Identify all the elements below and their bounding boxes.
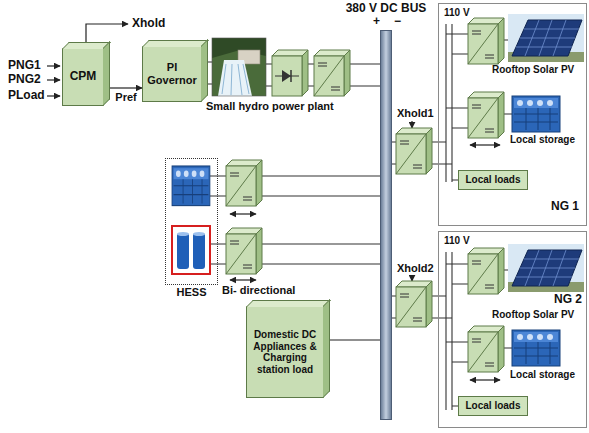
power-wires [206, 24, 512, 410]
polarity-sign: + [373, 15, 380, 29]
part-name: Rooftop Solar PV [492, 309, 574, 321]
node-text: PI Governor [145, 61, 199, 86]
controller-box: CPM [62, 48, 104, 106]
node-text: 380 V DC BUS [346, 2, 427, 16]
part-name: Local storage [510, 369, 575, 381]
node-text: CPM [70, 70, 97, 84]
voltage-label: 110 V [444, 7, 470, 19]
node-text: Local loads [465, 174, 520, 186]
part-name: Local storage [510, 134, 575, 146]
node-text: HESS [177, 286, 207, 299]
solar-panel-pictures [508, 14, 584, 292]
nanogrid-box: NG 1 Local loads [438, 3, 587, 226]
load-box: Domestic DC Appliances & Charging statio… [246, 306, 324, 398]
load-box: Local loads [458, 170, 528, 190]
governor-box: PI Governor [142, 46, 202, 102]
part-name: Small hydro power plant [206, 100, 334, 113]
signal-name: Pref [114, 91, 137, 104]
signal-name: PNG1 [8, 59, 41, 73]
storage-group-box: HESS [165, 158, 218, 285]
signal-name: PLoad [8, 89, 45, 103]
nanogrid-box: NG 2 Local loads [438, 231, 587, 428]
signal-name: PNG2 [8, 73, 41, 87]
signal-name: Xhold [132, 17, 165, 31]
hydro-plant-picture [212, 38, 266, 96]
part-name: Bi- directional [222, 284, 295, 297]
load-box: Local loads [458, 396, 528, 416]
signal-name: Xhold1 [397, 107, 434, 120]
connector [330, 339, 380, 340]
part-name: Rooftop Solar PV [492, 64, 574, 76]
voltage-label: 110 V [444, 235, 470, 247]
node-text: Local loads [465, 400, 520, 412]
node-text: NG 2 [554, 293, 582, 307]
connector [110, 87, 142, 88]
dc-bus-bar: 380 V DC BUS [380, 30, 392, 420]
node-text: NG 1 [551, 200, 579, 214]
supercapacitor-picture [172, 226, 210, 274]
node-text: Domestic DC Appliances & Charging statio… [249, 329, 321, 375]
signal-name: Xhold2 [397, 262, 434, 275]
polarity-sign: − [394, 15, 401, 29]
